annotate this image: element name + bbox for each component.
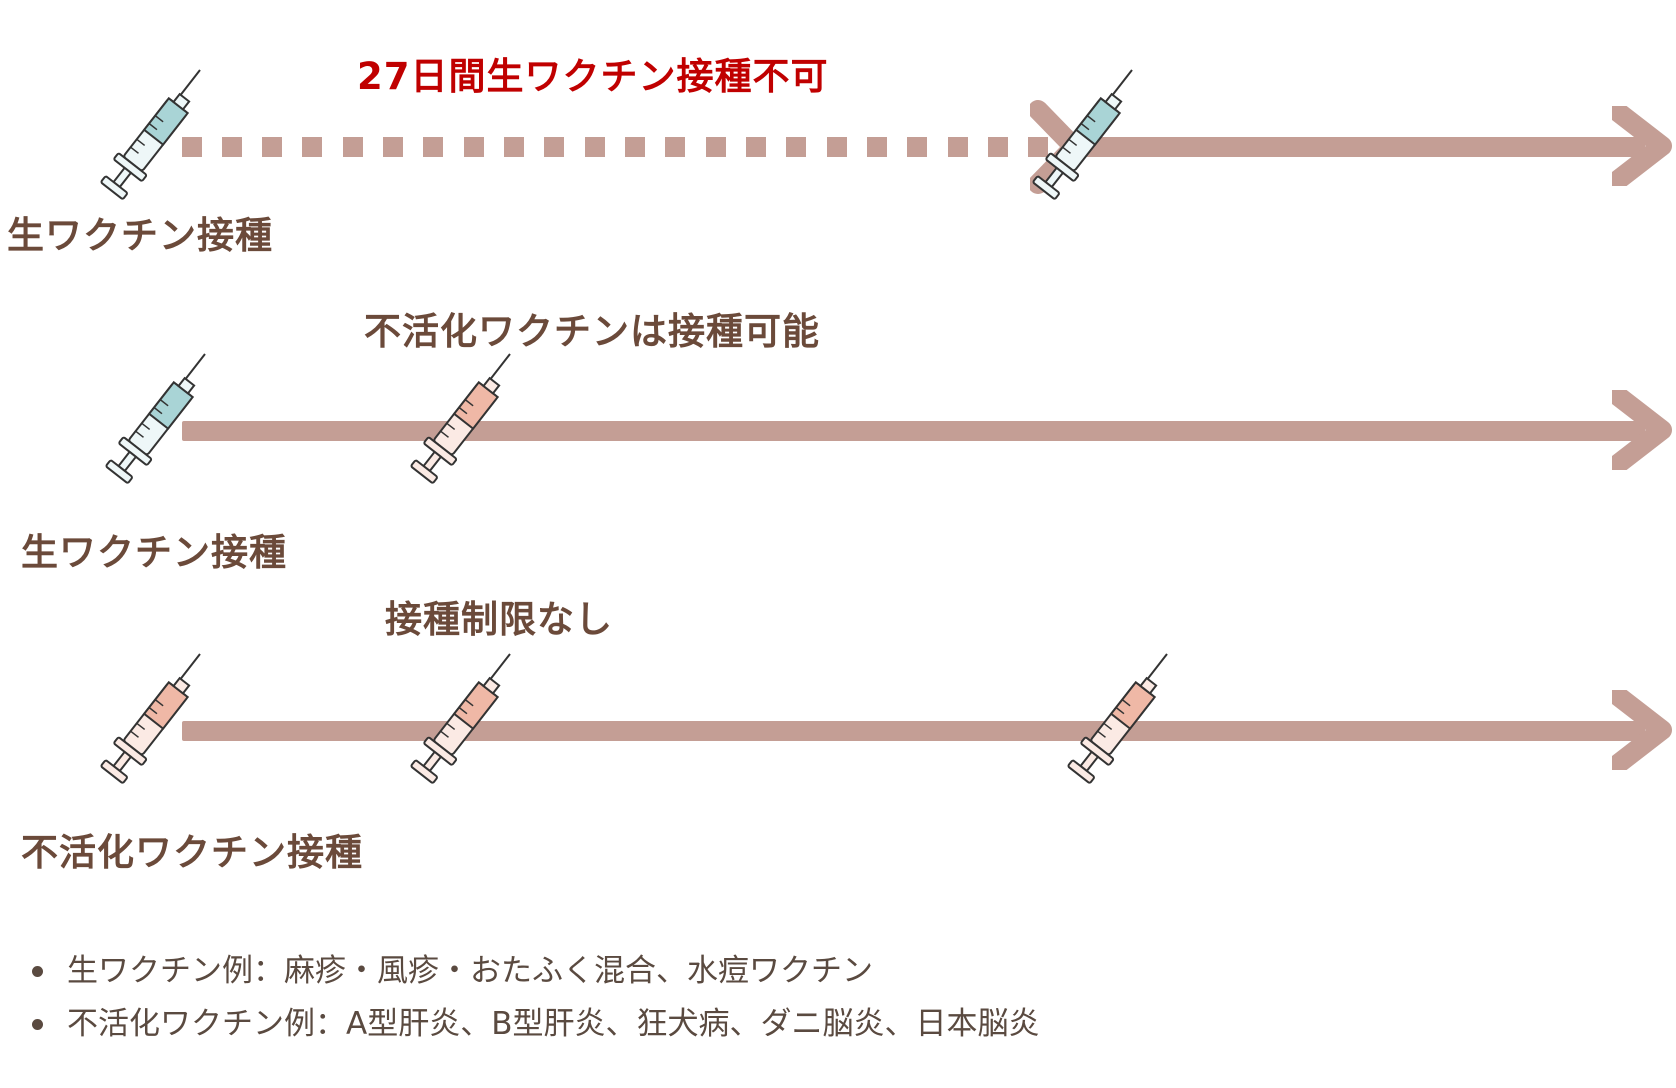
row-2-top-label: 不活化ワクチンは接種可能	[364, 310, 820, 353]
row-1-top-label: 27日間生ワクチン接種不可	[357, 55, 829, 98]
bullet-icon	[32, 1019, 43, 1030]
arrow-head-icon	[1612, 390, 1672, 470]
row-1-bottom-label: 生ワクチン接種	[7, 214, 273, 257]
vaccine-examples-list: 生ワクチン例：麻疹・風疹・おたふく混合、水痘ワクチン 不活化ワクチン例：A型肝炎…	[28, 945, 1039, 1051]
live-vaccine-examples: 生ワクチン例：麻疹・風疹・おたふく混合、水痘ワクチン	[67, 953, 873, 989]
inactivated-vaccine-syringe-icon	[408, 352, 518, 492]
arrow-head-icon	[1612, 690, 1672, 770]
row-2-bottom-label: 生ワクチン接種	[21, 531, 287, 574]
list-item: 生ワクチン例：麻疹・風疹・おたふく混合、水痘ワクチン	[28, 945, 1039, 998]
inactivated-vaccine-syringe-icon	[408, 652, 518, 792]
inactivated-vaccine-examples: 不活化ワクチン例：A型肝炎、B型肝炎、狂犬病、ダニ脳炎、日本脳炎	[67, 1006, 1040, 1042]
arrow-head-icon	[1612, 106, 1672, 186]
live-vaccine-syringe-icon	[98, 68, 208, 208]
timeline-line-1	[1060, 137, 1645, 157]
timeline-line-3	[182, 721, 1645, 741]
row-3-bottom-label: 不活化ワクチン接種	[21, 831, 363, 874]
list-item: 不活化ワクチン例：A型肝炎、B型肝炎、狂犬病、ダニ脳炎、日本脳炎	[28, 998, 1039, 1051]
bullet-icon	[32, 966, 43, 977]
row-3-top-label: 接種制限なし	[385, 598, 613, 641]
live-vaccine-syringe-icon	[103, 352, 213, 492]
timeline-line-2	[182, 421, 1645, 441]
inactivated-vaccine-syringe-icon	[98, 652, 208, 792]
live-vaccine-syringe-icon	[1030, 68, 1140, 208]
inactivated-vaccine-syringe-icon	[1065, 652, 1175, 792]
